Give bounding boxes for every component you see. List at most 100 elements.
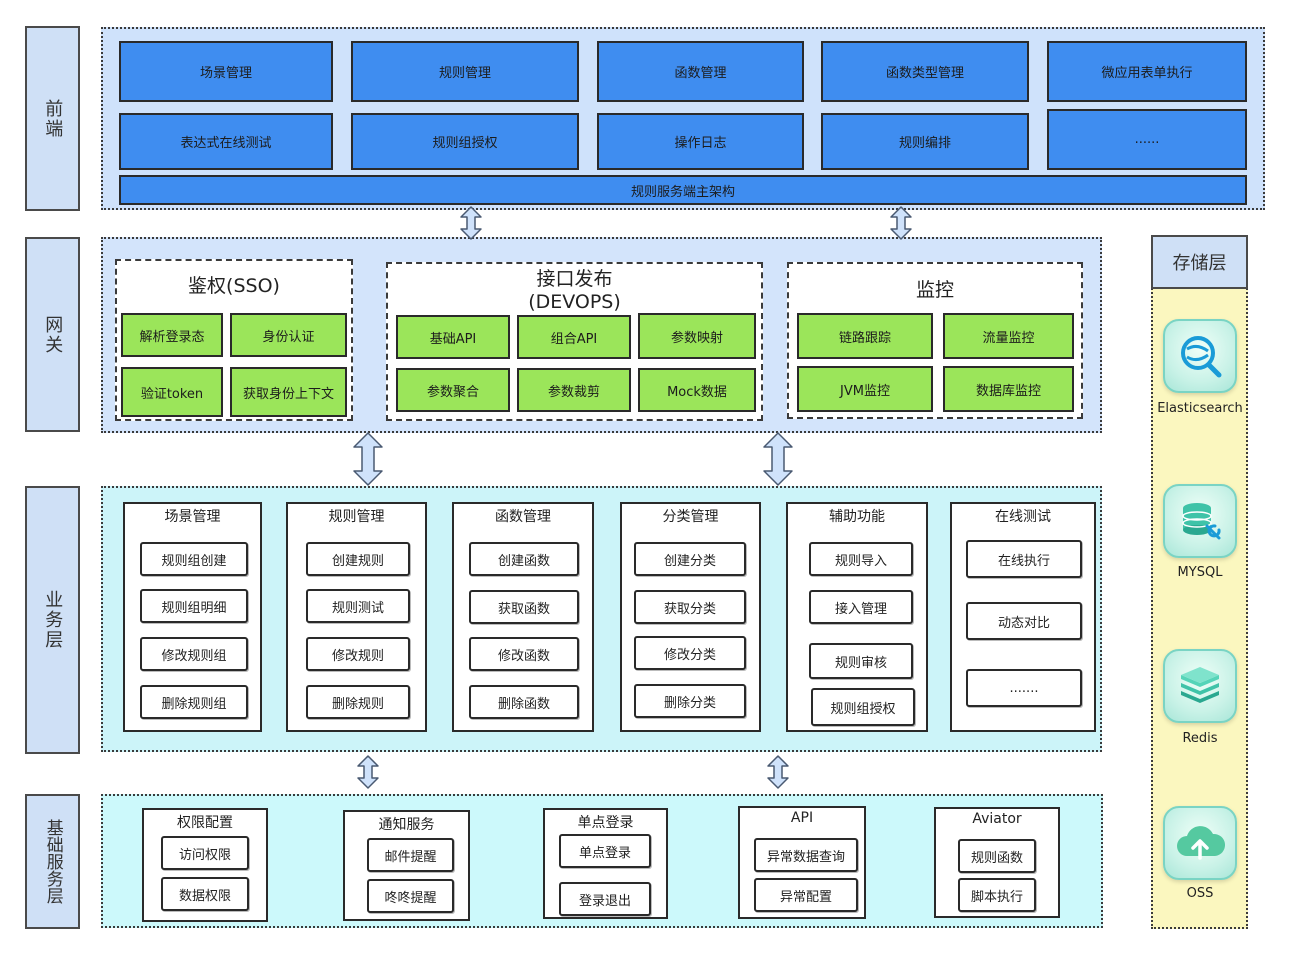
list-item: 规则组明细 — [140, 589, 248, 623]
list-item: 创建函数 — [469, 542, 579, 576]
oss-icon — [1163, 806, 1237, 880]
list-item: 获取分类 — [634, 590, 746, 624]
list-item: 异常配置 — [754, 878, 858, 912]
business-card-online-test: 在线测试 在线执行 动态对比 ....... — [950, 502, 1096, 732]
card-title: 在线测试 — [995, 509, 1051, 525]
gateway-item: 身份认证 — [230, 313, 347, 357]
list-item: 删除规则组 — [140, 685, 248, 719]
business-card-function: 函数管理 创建函数 获取函数 修改函数 删除函数 — [452, 502, 594, 732]
card-title: 分类管理 — [662, 509, 719, 525]
frontend-box-scene-management: 场景管理 — [119, 41, 333, 102]
list-item: 删除函数 — [469, 685, 579, 719]
gateway-group-publish: 接口发布 (DEVOPS) 基础API 组合API 参数映射 参数聚合 参数裁剪… — [386, 262, 763, 421]
card-title: 规则管理 — [328, 509, 385, 525]
list-item: 邮件提醒 — [367, 838, 454, 872]
publish-title-line1: 接口发布 — [536, 268, 613, 290]
list-item: 在线执行 — [966, 540, 1082, 578]
gateway-item: 参数裁剪 — [517, 368, 631, 412]
layer-label-frontend: 前端 — [25, 26, 80, 211]
storage-label-oss: OSS — [1186, 886, 1214, 901]
frontend-box-function-type-management: 函数类型管理 — [821, 41, 1029, 102]
gateway-item: 流量监控 — [943, 313, 1074, 359]
list-item: 创建分类 — [634, 542, 746, 576]
card-title: API — [790, 810, 814, 826]
frontend-main-bar: 规则服务端主架构 — [119, 175, 1247, 205]
mysql-icon — [1163, 484, 1237, 558]
frontend-box-rule-management: 规则管理 — [351, 41, 579, 102]
gateway-group-monitor: 监控 链路跟踪 流量监控 JVM监控 数据库监控 — [787, 262, 1083, 419]
storage-label-elasticsearch: Elasticsearch — [1157, 401, 1243, 416]
card-title: 单点登录 — [577, 815, 634, 831]
arrow-business-foundation-right — [767, 755, 789, 789]
frontend-box-rule-group-auth: 规则组授权 — [351, 113, 579, 170]
foundation-card-aviator: Aviator 规则函数 脚本执行 — [934, 807, 1060, 918]
business-card-scene: 场景管理 规则组创建 规则组明细 修改规则组 删除规则组 — [123, 502, 262, 732]
card-title: Aviator — [972, 811, 1022, 827]
card-title: 辅助功能 — [829, 509, 885, 525]
arrow-frontend-gateway-left — [460, 206, 482, 240]
gateway-item: 参数映射 — [638, 313, 756, 359]
card-title: 通知服务 — [378, 817, 435, 833]
list-item: 脚本执行 — [958, 878, 1036, 912]
list-item: 删除规则 — [306, 685, 410, 719]
gateway-panel: 鉴权(SSO) 解析登录态 身份认证 验证token 获取身份上下文 接口发布 … — [101, 237, 1102, 433]
business-card-category: 分类管理 创建分类 获取分类 修改分类 删除分类 — [620, 502, 761, 732]
gateway-item: 链路跟踪 — [797, 313, 933, 359]
list-item: 规则测试 — [306, 589, 410, 623]
gateway-group-auth: 鉴权(SSO) 解析登录态 身份认证 验证token 获取身份上下文 — [115, 259, 353, 421]
list-item: 获取函数 — [469, 590, 579, 624]
frontend-panel: 场景管理 规则管理 函数管理 函数类型管理 微应用表单执行 表达式在线测试 规则… — [101, 27, 1265, 210]
card-title: 函数管理 — [495, 509, 551, 525]
business-card-auxiliary: 辅助功能 规则导入 接入管理 规则审核 规则组授权 — [786, 502, 928, 732]
frontend-box-rule-orchestration: 规则编排 — [821, 113, 1029, 170]
frontend-box-function-management: 函数管理 — [597, 41, 804, 102]
gateway-item: 参数聚合 — [396, 368, 510, 412]
list-item: ....... — [966, 669, 1082, 707]
arrow-business-foundation-left — [357, 755, 379, 789]
arrow-frontend-gateway-right — [890, 206, 912, 240]
gateway-item: 解析登录态 — [121, 313, 223, 357]
gateway-item: Mock数据 — [638, 368, 756, 412]
list-item: 规则组创建 — [140, 542, 248, 576]
list-item: 接入管理 — [809, 590, 913, 624]
list-item: 修改规则组 — [140, 637, 248, 671]
list-item: 规则导入 — [809, 542, 913, 576]
foundation-card-permission: 权限配置 访问权限 数据权限 — [142, 808, 268, 922]
list-item: 删除分类 — [634, 684, 746, 718]
list-item: 修改函数 — [469, 637, 579, 671]
redis-icon — [1163, 649, 1237, 723]
gateway-item: 数据库监控 — [943, 366, 1074, 412]
business-card-rule: 规则管理 创建规则 规则测试 修改规则 删除规则 — [286, 502, 427, 732]
gateway-item: 获取身份上下文 — [230, 367, 347, 417]
card-title: 权限配置 — [177, 815, 233, 831]
list-item: 咚咚提醒 — [367, 879, 454, 913]
list-item: 修改分类 — [634, 636, 746, 670]
list-item: 数据权限 — [161, 877, 249, 911]
layer-label-business: 业务层 — [25, 486, 80, 754]
gateway-item: 组合API — [517, 315, 631, 359]
storage-header: 存储层 — [1151, 235, 1248, 289]
foundation-panel: 权限配置 访问权限 数据权限 通知服务 邮件提醒 咚咚提醒 单点登录 单点登录 … — [101, 794, 1103, 928]
list-item: 规则组授权 — [811, 688, 915, 726]
card-title: 场景管理 — [164, 509, 221, 525]
list-item: 动态对比 — [966, 602, 1082, 640]
elasticsearch-icon — [1163, 319, 1237, 393]
frontend-box-more: ...... — [1047, 109, 1247, 170]
frontend-box-expression-test: 表达式在线测试 — [119, 113, 333, 170]
storage-label-mysql: MYSQL — [1177, 565, 1223, 580]
list-item: 修改规则 — [306, 637, 410, 671]
frontend-box-operation-log: 操作日志 — [597, 113, 804, 170]
list-item: 规则函数 — [958, 839, 1036, 873]
list-item: 登录退出 — [559, 882, 651, 916]
list-item: 异常数据查询 — [754, 838, 858, 872]
foundation-card-notification: 通知服务 邮件提醒 咚咚提醒 — [343, 810, 470, 921]
auth-title: 鉴权(SSO) — [188, 275, 280, 297]
gateway-item: 验证token — [121, 367, 223, 417]
list-item: 单点登录 — [559, 834, 651, 868]
arrow-gateway-business-right — [763, 432, 793, 486]
layer-label-foundation: 基础服务层 — [25, 794, 80, 929]
arrow-gateway-business-left — [353, 432, 383, 486]
frontend-box-micro-app-form: 微应用表单执行 — [1047, 41, 1247, 102]
list-item: 访问权限 — [161, 836, 249, 870]
